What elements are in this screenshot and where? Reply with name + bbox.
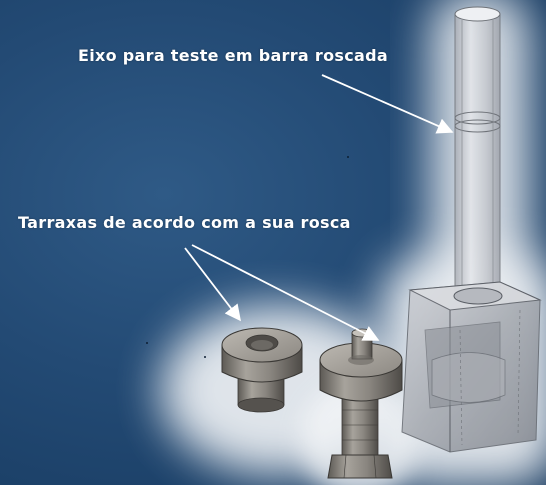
- die-bolt-right: [319, 328, 403, 479]
- shaft-callout-label: Eixo para teste em barra roscada: [78, 46, 388, 65]
- shaft-arrow: [321, 74, 454, 134]
- die-nut-left: [221, 327, 303, 413]
- dies-callout-label: Tarraxas de acordo com a sua rosca: [18, 213, 351, 232]
- test-shaft: [454, 6, 501, 295]
- dies-arrow-left: [184, 247, 241, 322]
- dust-speck: [204, 356, 206, 358]
- callout-arrows: [184, 74, 454, 341]
- fixture-block: [401, 281, 542, 453]
- dies-arrow-right: [191, 244, 380, 341]
- dust-speck: [146, 342, 148, 344]
- dust-speck: [347, 156, 349, 158]
